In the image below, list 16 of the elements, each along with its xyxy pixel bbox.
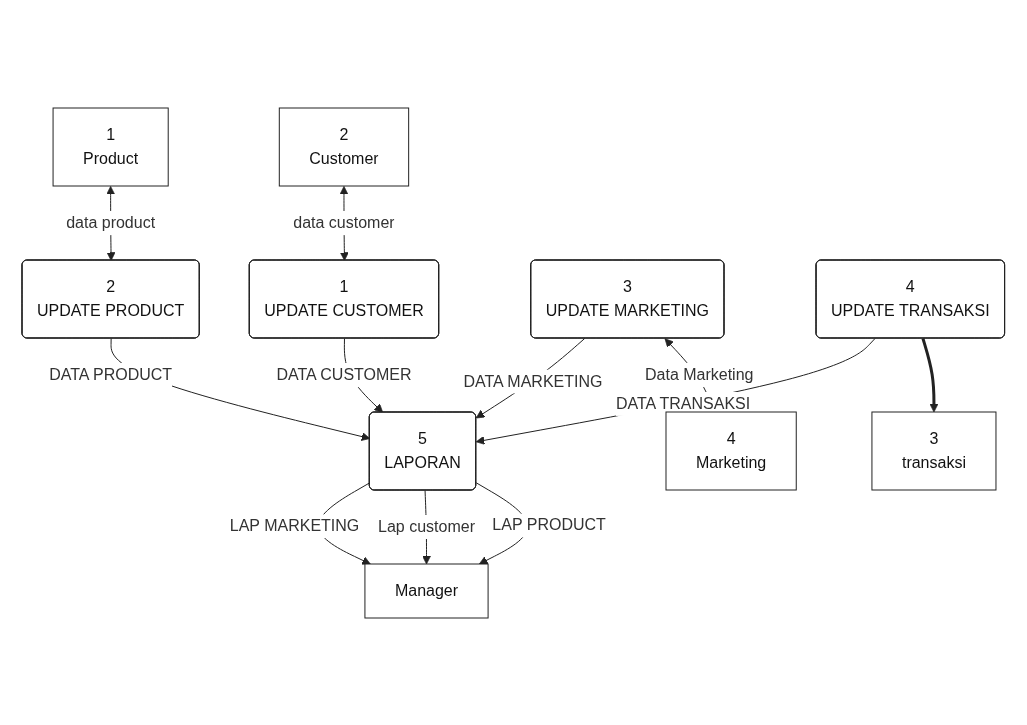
node-box: 2 Customer (279, 107, 410, 186)
edge-label: DATA PRODUCT (49, 365, 173, 383)
node-box: 1 Product (52, 107, 169, 186)
edge-label: LAP MARKETING (229, 516, 360, 534)
edge-label: Lap customer (378, 517, 476, 535)
edge-label: Data Marketing (645, 365, 754, 383)
arrow (921, 337, 939, 412)
edge-label: DATA CUSTOMER (276, 365, 412, 383)
node-box: 3 transaksi (871, 411, 997, 490)
node-box: 4 Marketing (665, 411, 797, 490)
node-box: Manager (364, 563, 489, 618)
edge-label: DATA TRANSAKSI (616, 394, 751, 412)
edge-label: DATA MARKETING (463, 372, 603, 390)
edge-label: data customer (293, 213, 395, 231)
edge-label: LAP PRODUCT (492, 515, 607, 533)
edge-label: data product (66, 213, 156, 231)
